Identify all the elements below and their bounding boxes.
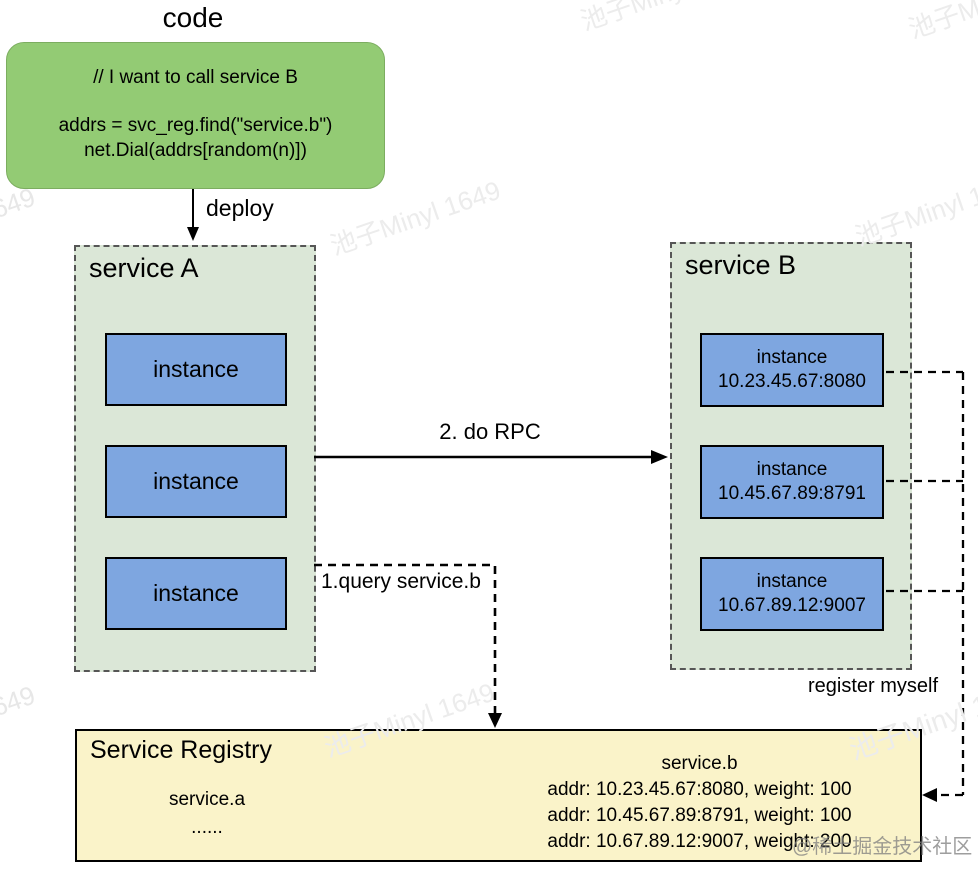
code-line: addrs = svc_reg.find("service.b"): [58, 115, 333, 136]
instance-addr: 10.23.45.67:8080: [718, 371, 866, 392]
instance-label: instance: [153, 356, 239, 382]
deploy-arrow: [187, 189, 199, 241]
code-line: net.Dial(addrs[random(n)]): [84, 140, 307, 161]
rpc-arrow: [314, 450, 668, 464]
registry-service-b-name: service.b: [661, 753, 738, 774]
instance-addr: 10.67.89.12:9007: [718, 595, 866, 616]
service-b-box: service B instance 10.23.45.67:8080 inst…: [670, 242, 912, 670]
instance-box: instance 10.67.89.12:9007: [700, 557, 884, 631]
query-label: 1.query service.b: [321, 570, 481, 593]
registry-service-a-entry: service.a ......: [122, 786, 292, 842]
registry-record: addr: 10.67.89.12:9007, weight: 200: [547, 831, 852, 852]
service-a-title: service A: [89, 253, 199, 283]
instance-addr: 10.45.67.89:8791: [718, 483, 866, 504]
service-a-box: service A instance instance instance: [74, 245, 316, 672]
instance-box: instance 10.23.45.67:8080: [700, 333, 884, 407]
watermark: 池子Minyl: [576, 0, 693, 37]
instance-box: instance: [105, 333, 287, 406]
instance-label: instance: [756, 459, 828, 480]
code-title: code: [162, 2, 224, 33]
instance-label: instance: [756, 571, 828, 592]
registry-service-b-entry: service.b addr: 10.23.45.67:8080, weight…: [447, 751, 952, 855]
service-b-title: service B: [685, 250, 797, 280]
watermark: 池子Minyl: [904, 0, 978, 45]
instance-label: instance: [153, 468, 239, 494]
rpc-label: 2. do RPC: [439, 419, 541, 444]
code-box: // I want to call service B addrs = svc_…: [6, 42, 385, 189]
registry-title: Service Registry: [90, 736, 272, 764]
instance-label: instance: [153, 580, 239, 606]
registry-record: addr: 10.23.45.67:8080, weight: 100: [547, 779, 852, 800]
instance-label: instance: [756, 347, 828, 368]
instance-box: instance: [105, 445, 287, 518]
service-registry-box: Service Registry service.a ...... servic…: [75, 729, 922, 862]
deploy-label: deploy: [206, 195, 274, 221]
watermark: 649: [0, 679, 39, 723]
registry-record: addr: 10.45.67.89:8791, weight: 100: [547, 805, 852, 826]
registry-service-a-ellipsis: ......: [191, 817, 223, 838]
instance-box: instance: [105, 557, 287, 630]
code-comment: // I want to call service B: [93, 67, 298, 88]
registry-service-a-name: service.a: [168, 789, 246, 810]
register-myself-label: register myself: [808, 675, 939, 697]
instance-box: instance 10.45.67.89:8791: [700, 445, 884, 519]
